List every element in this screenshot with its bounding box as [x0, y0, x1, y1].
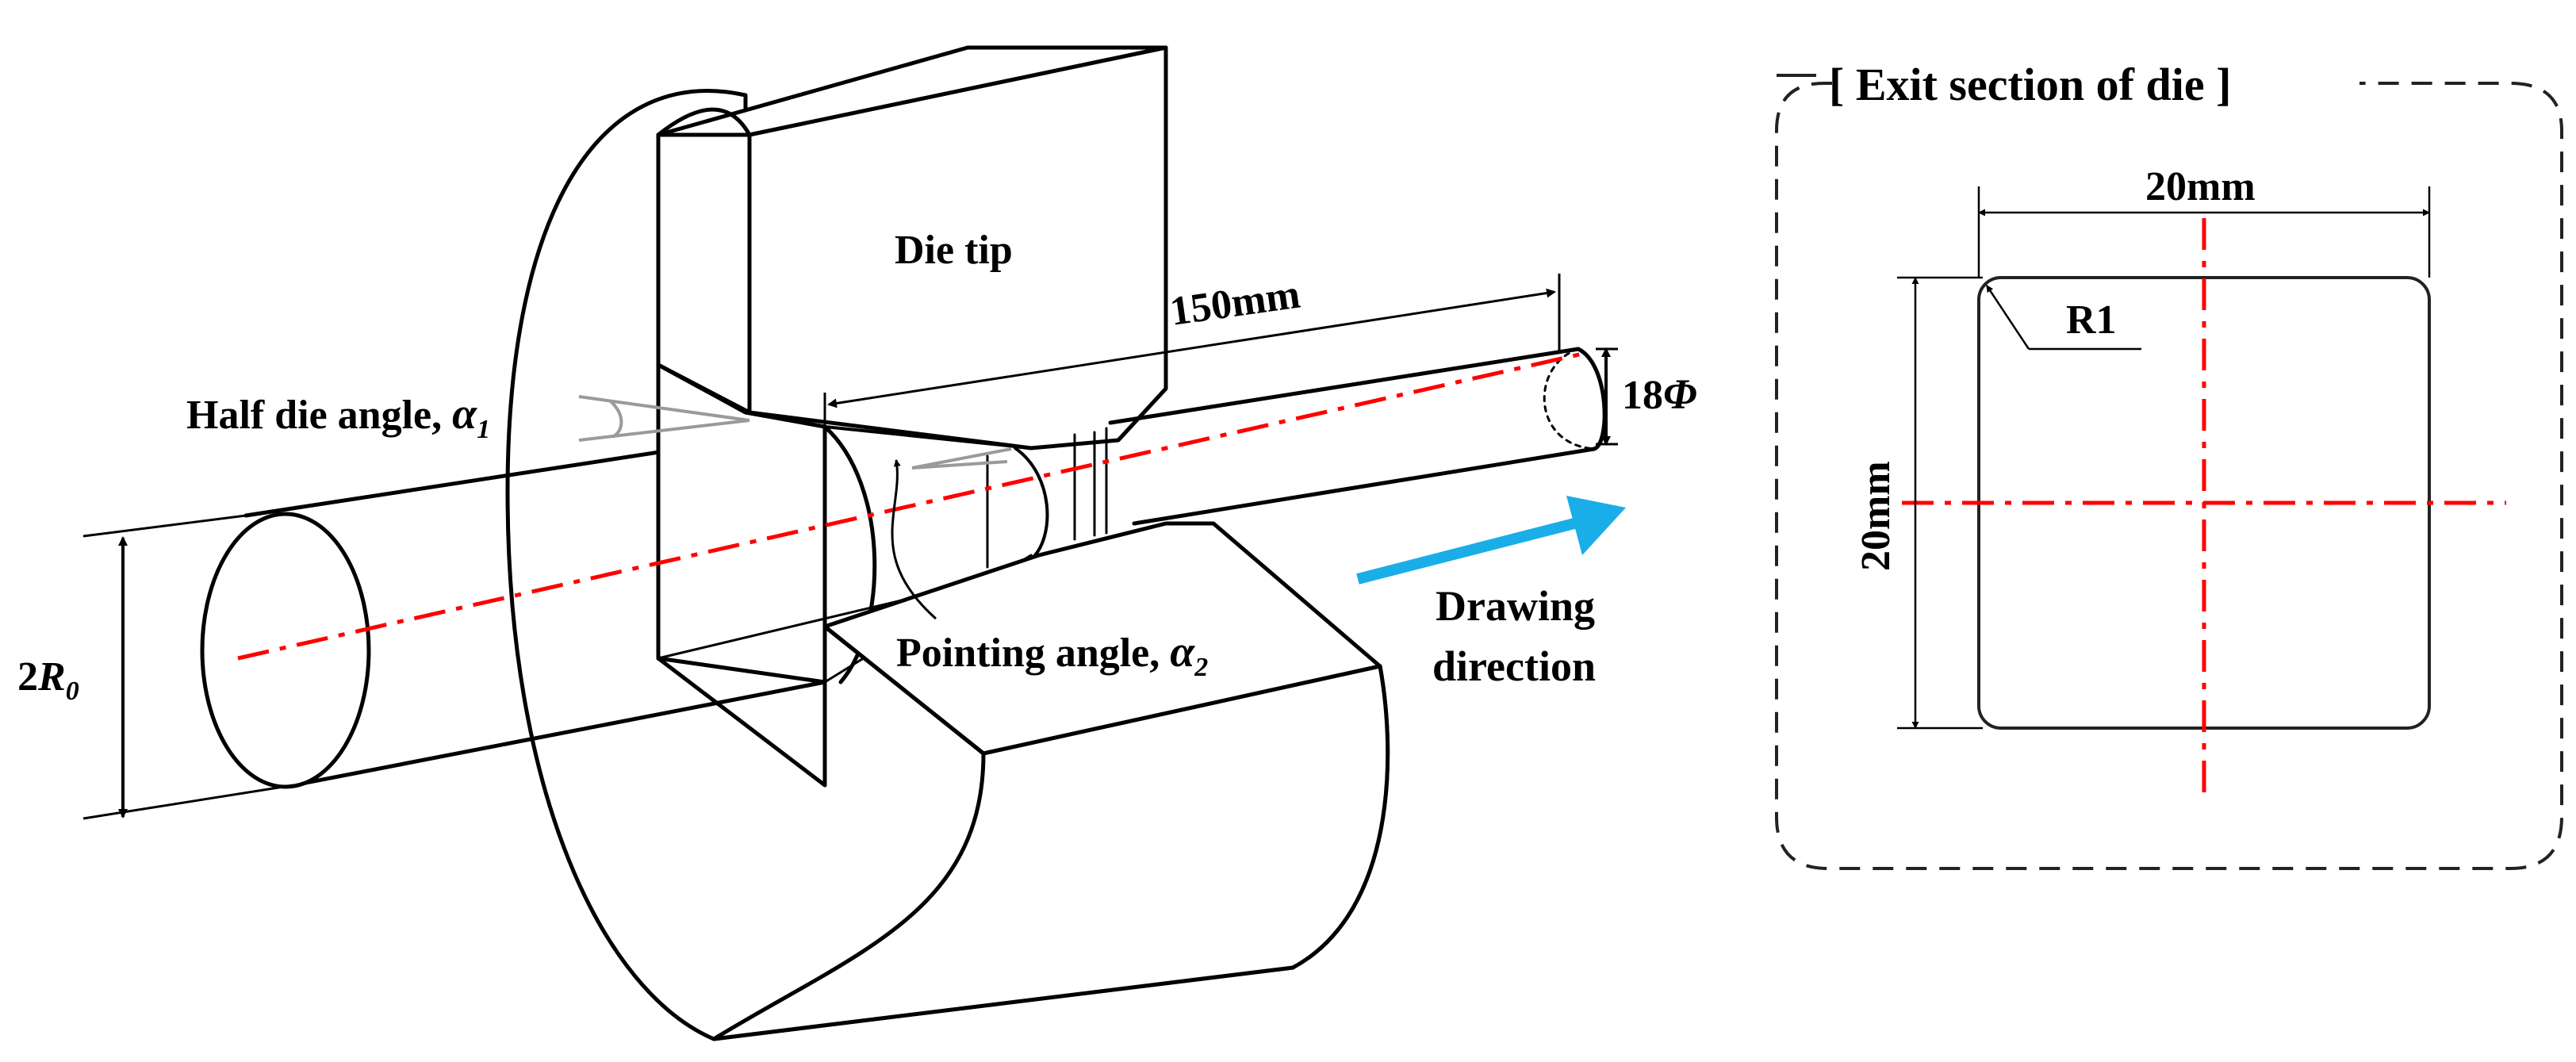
exit-width-label: 20mm	[2145, 164, 2256, 209]
pointing-angle-leader	[891, 459, 937, 620]
lower-die-block-front	[711, 664, 1390, 1041]
arrow-right-icon	[1356, 496, 1626, 585]
cone-arc-1	[822, 424, 877, 684]
cone-arc-2	[1014, 447, 1049, 561]
half-die-angle-label: Half die angle, α1	[186, 389, 490, 444]
corner-radius-label: R1	[2066, 297, 2117, 343]
exit-section-title: [ Exit section of die ]	[1829, 59, 2231, 110]
length-label: 150mm	[1167, 272, 1303, 335]
exit-diameter-label: 18Φ	[1622, 370, 1697, 418]
initial-diameter-ext-top	[82, 514, 247, 538]
lower-die-block-edge	[822, 624, 986, 756]
exit-rod-bottom-edge	[1132, 447, 1597, 526]
drawing-direction-label-2: direction	[1432, 642, 1596, 690]
corner-radius-leader	[1985, 285, 2030, 350]
initial-diameter-ext-bottom	[82, 784, 294, 820]
pointing-angle-marker	[911, 447, 1012, 470]
die-cavity-plate	[656, 362, 827, 684]
upper-die-curve	[656, 107, 752, 137]
exit-section-dashed-frame	[1775, 82, 2563, 870]
initial-diameter-label: 2R0	[17, 654, 79, 706]
rod-bottom-edge	[291, 680, 827, 788]
exit-section-panel: [ Exit section of die ] 20mm 20mm R1	[1775, 59, 2563, 870]
length-dimension-line	[827, 288, 1556, 408]
exit-rod-end	[1576, 347, 1607, 451]
exit-rod-top-edge	[1108, 347, 1581, 425]
rod-end-left	[200, 512, 371, 789]
drawing-direction-label-1: Drawing	[1436, 582, 1595, 630]
cone-line-1	[823, 425, 1033, 450]
pointing-angle-label: Pointing angle, α2	[896, 627, 1208, 682]
exit-height-label: 20mm	[1853, 461, 1899, 571]
die-tip-label: Die tip	[895, 228, 1013, 273]
half-die-angle-marker	[578, 395, 750, 442]
die-assembly	[200, 45, 1607, 1041]
exit-rod-end-hidden	[1543, 347, 1596, 450]
